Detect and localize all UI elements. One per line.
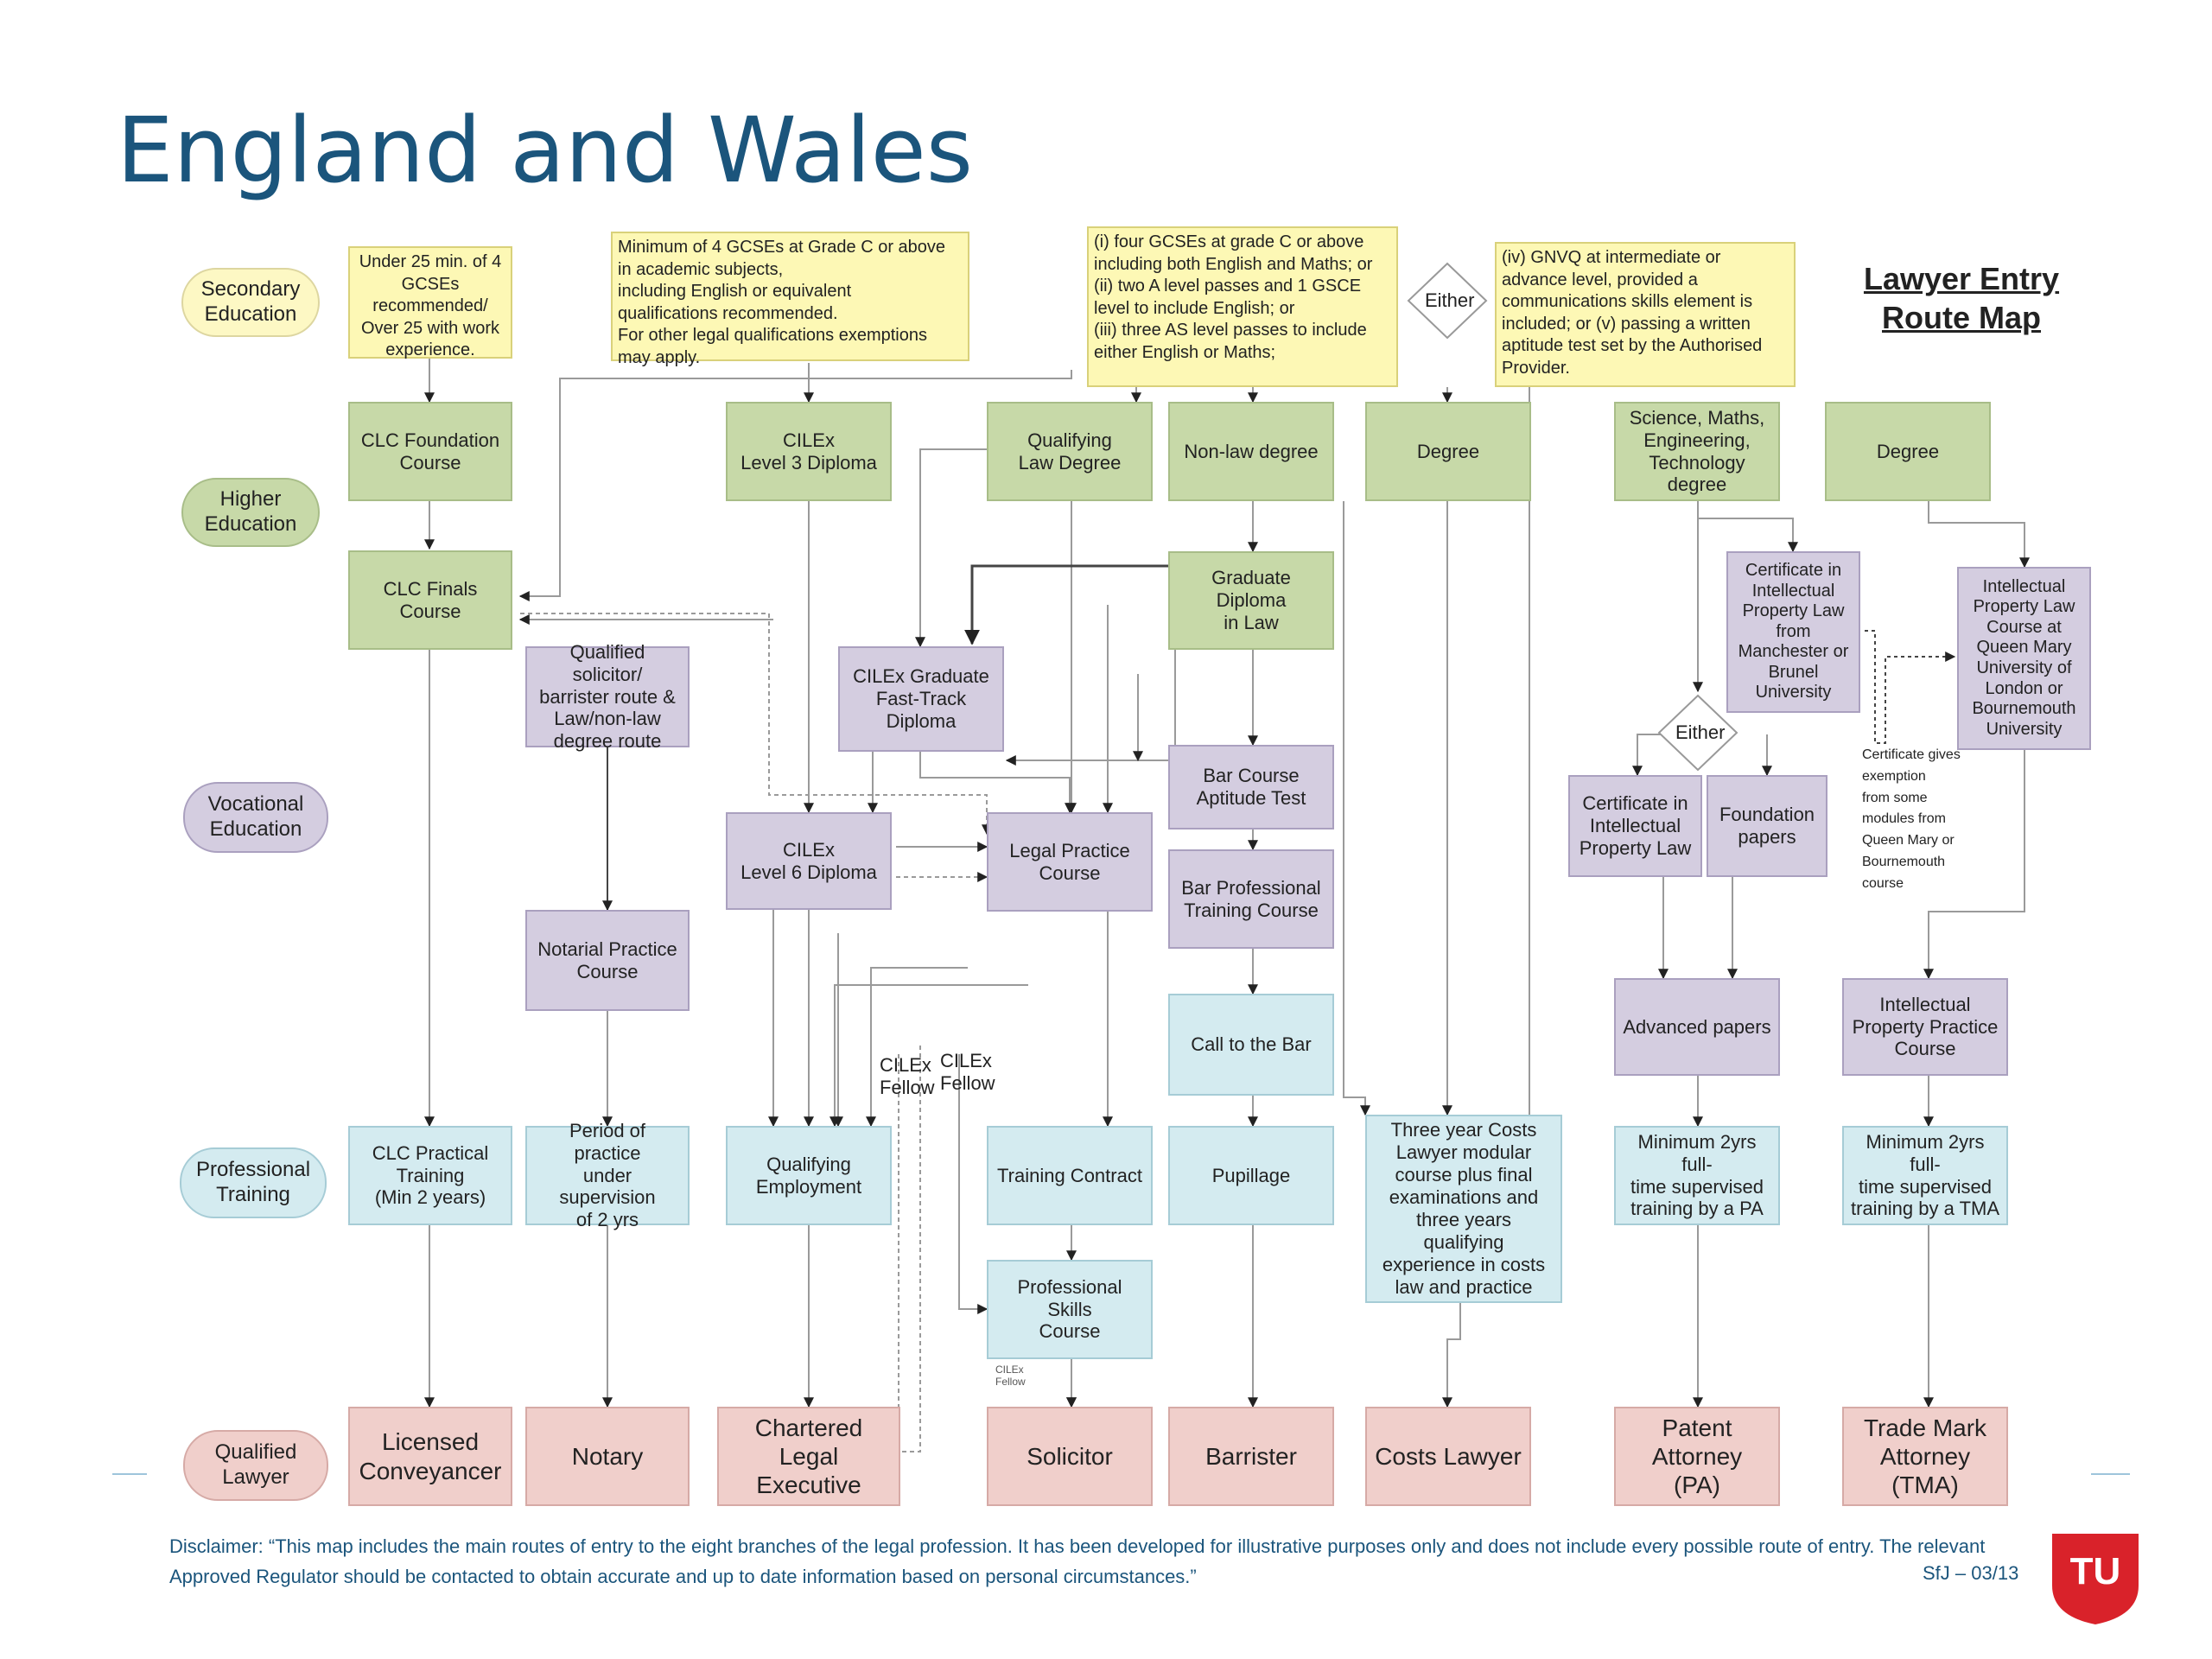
non-law-degree: Non-law degree [1168,402,1334,501]
advanced-papers: Advanced papers [1614,978,1780,1076]
call-to-the-bar: Call to the Bar [1168,994,1334,1096]
right-rule [2091,1473,2130,1475]
outcome-barrister: Barrister [1168,1407,1334,1506]
cilex-fellow-label-small: CILEx Fellow [995,1363,1026,1389]
ip-law-course-qmul: Intellectual Property Law Course at Quee… [1957,567,2091,750]
stage-secondary: Secondary Education [181,268,320,337]
cert-exemption-note: Certificate gives exemption from some mo… [1862,747,1961,891]
clc-finals-course: CLC Finals Course [348,550,512,650]
graduate-diploma-in-law: Graduate Diploma in Law [1168,551,1334,650]
left-rule [112,1473,147,1475]
qualifying-employment: Qualifying Employment [726,1126,892,1225]
legal-practice-course: Legal Practice Course [987,812,1153,912]
outcome-chartered-legal-executive: Chartered Legal Executive [717,1407,900,1506]
outcome-patent-attorney: Patent Attorney (PA) [1614,1407,1780,1506]
stage-qualified: Qualified Lawyer [183,1430,328,1501]
cilex-fellow-label-2: CILEx Fellow [940,1050,995,1095]
bar-professional-training-course: Bar Professional Training Course [1168,849,1334,949]
either-label-1: Either [1425,289,1475,311]
either-diamond-1 [1407,262,1488,340]
clc-practical-training: CLC Practical Training (Min 2 years) [348,1126,512,1225]
note-under25: Under 25 min. of 4 GCSEs recommended/ Ov… [348,246,512,359]
ip-practice-course: Intellectual Property Practice Course [1842,978,2008,1076]
tu-logo: TU [2052,1534,2139,1624]
period-of-practice: Period of practice under supervision of … [525,1120,690,1230]
min2yrs-tma-training: Minimum 2yrs full- time supervised train… [1842,1126,2008,1225]
disclaimer-text: Disclaimer: “This map includes the main … [169,1535,1986,1588]
outcome-notary: Notary [525,1407,690,1506]
professional-skills-course: Professional Skills Course [987,1260,1153,1359]
cilex-level3-diploma: CILEx Level 3 Diploma [726,402,892,501]
cilex-graduate-fast-track: CILEx Graduate Fast-Track Diploma [838,646,1004,752]
min2yrs-pa-training: Minimum 2yrs full- time supervised train… [1614,1126,1780,1225]
degree-tma: Degree [1825,402,1991,501]
clc-foundation-course: CLC Foundation Course [348,402,512,501]
either-label-2: Either [1675,721,1726,743]
note-min4-gcse: Minimum of 4 GCSEs at Grade C or above i… [611,232,969,367]
stage-professional: Professional Training [180,1147,327,1218]
outcome-licensed-conveyancer: Licensed Conveyancer [348,1407,512,1506]
either-diamond-2 [1657,694,1738,772]
costs-lawyer-course: Three year Costs Lawyer modular course p… [1365,1115,1562,1303]
foundation-papers: Foundation papers [1707,775,1827,877]
degree-costs: Degree [1365,402,1531,501]
notarial-practice-course: Notarial Practice Course [525,910,690,1011]
qualifying-law-degree: Qualifying Law Degree [987,402,1153,501]
page-title: England and Wales [117,98,973,203]
map-title: Lawyer Entry Route Map [1863,261,2060,335]
bar-course-aptitude-test: Bar Course Aptitude Test [1168,745,1334,830]
reference-code: SfJ – 03/13 [1923,1562,2019,1584]
stem-degree: Science, Maths, Engineering, Technology … [1614,402,1780,501]
certificate-in-ip-law: Certificate in Intellectual Property Law [1568,775,1702,877]
stage-vocational: Vocational Education [183,782,328,853]
note-gnvq: (iv) GNVQ at intermediate or advance lev… [1495,242,1796,387]
outcome-costs-lawyer: Costs Lawyer [1365,1407,1531,1506]
cilex-level6-diploma: CILEx Level 6 Diploma [726,812,892,910]
qualified-solicitor-route: Qualified solicitor/ barrister route & L… [525,641,690,752]
training-contract: Training Contract [987,1126,1153,1225]
outcome-solicitor: Solicitor [987,1407,1153,1506]
cert-ip-manchester-brunel: Certificate in Intellectual Property Law… [1726,551,1860,713]
stage-higher: Higher Education [181,478,320,547]
pupillage: Pupillage [1168,1126,1334,1225]
tu-logo-text: TU [2070,1550,2121,1592]
outcome-trade-mark-attorney: Trade Mark Attorney (TMA) [1842,1407,2008,1506]
note-gcse-options: (i) four GCSEs at grade C or above inclu… [1087,226,1398,387]
cilex-fellow-label-1: CILEx Fellow [880,1054,935,1099]
